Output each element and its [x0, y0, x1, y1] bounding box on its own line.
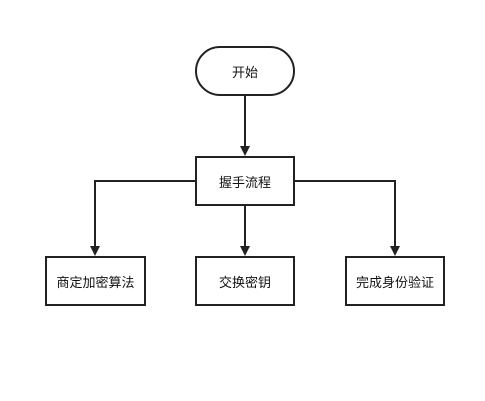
complete-authentication-label: 完成身份验证: [355, 275, 434, 291]
start-node-label: 开始: [231, 65, 258, 81]
start-node: 开始: [195, 46, 295, 96]
complete-authentication-node: 完成身份验证: [345, 256, 445, 306]
exchange-keys-label: 交换密钥: [218, 275, 271, 291]
edge-handshake-to-negotiate: [90, 180, 195, 256]
handshake-process-label: 握手流程: [218, 175, 271, 191]
exchange-keys-node: 交换密钥: [195, 256, 295, 306]
negotiate-cipher-node: 商定加密算法: [45, 256, 146, 306]
handshake-process-node: 握手流程: [195, 156, 295, 206]
edge-handshake-to-auth: [295, 180, 400, 256]
negotiate-cipher-label: 商定加密算法: [56, 275, 135, 291]
